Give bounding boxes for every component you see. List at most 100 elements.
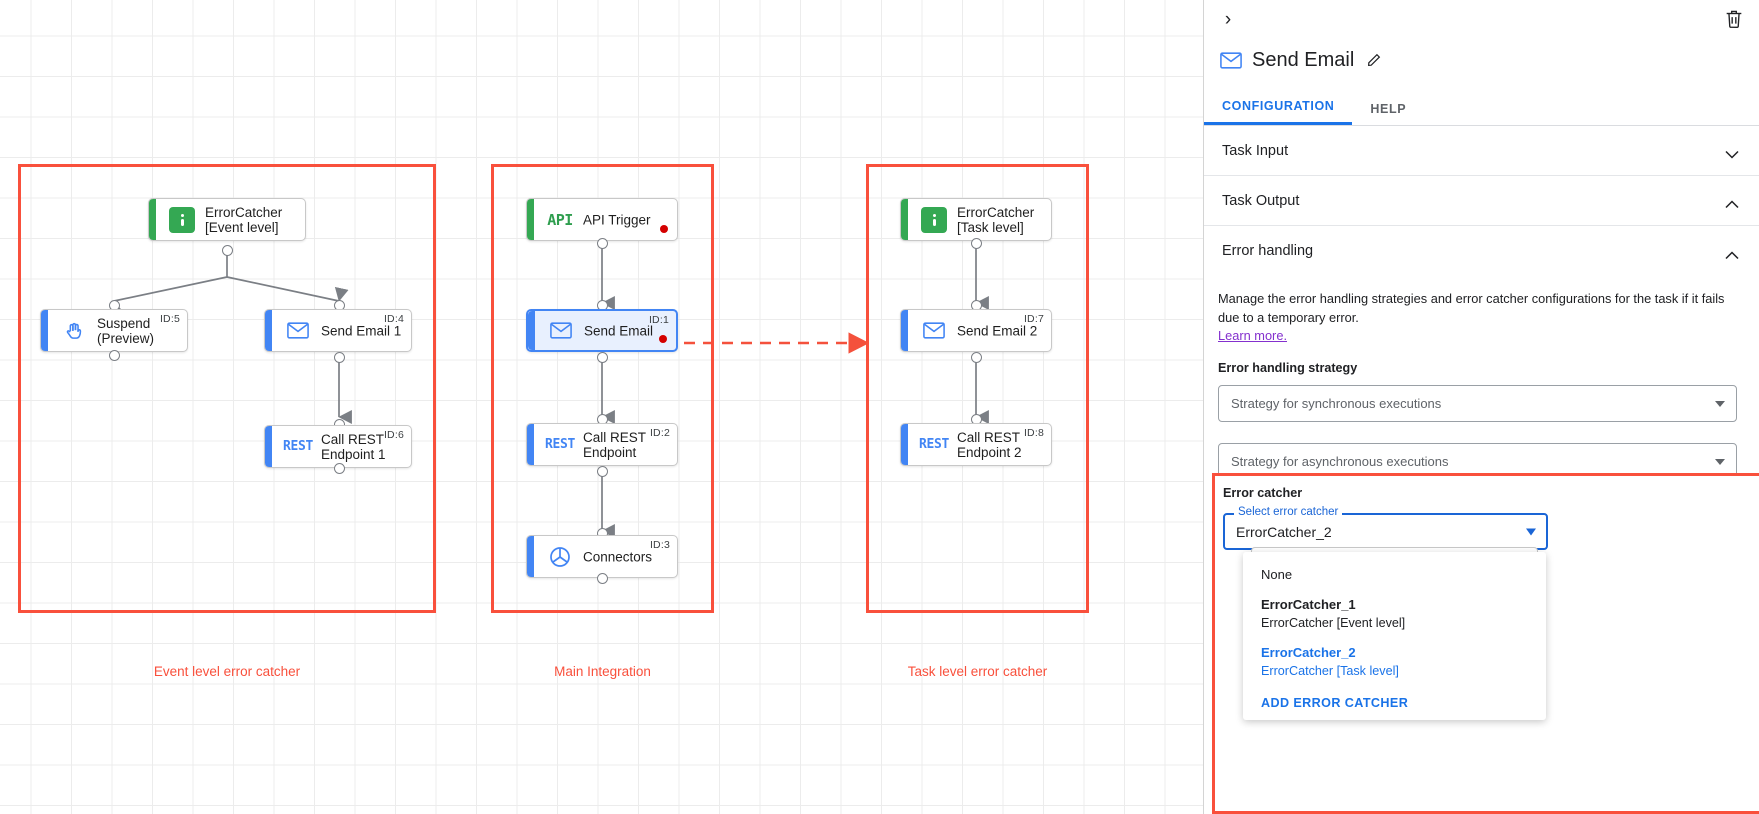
node-accent-bar bbox=[527, 424, 534, 465]
error-catcher-dropdown-menu: None ErrorCatcher_1 ErrorCatcher [Event … bbox=[1243, 552, 1546, 720]
chevron-down-icon bbox=[1725, 146, 1739, 159]
node-accent-bar bbox=[41, 310, 48, 351]
node-id-tag: ID:3 bbox=[649, 539, 670, 551]
chevron-up-icon bbox=[1725, 247, 1739, 259]
rest-icon: REST bbox=[918, 432, 950, 458]
group-label-event-level: Event level error catcher bbox=[153, 664, 301, 679]
node-label: ErrorCatcher [Event level] bbox=[205, 204, 283, 235]
add-error-catcher-button[interactable]: ADD ERROR CATCHER bbox=[1261, 696, 1409, 710]
port-out[interactable] bbox=[222, 245, 233, 256]
mail-icon bbox=[1220, 51, 1242, 69]
node-label: ErrorCatcher [Task level] bbox=[957, 204, 1035, 235]
tab-configuration[interactable]: CONFIGURATION bbox=[1204, 99, 1353, 125]
node-send-email[interactable]: Send Email ID:1 bbox=[526, 309, 678, 352]
chevron-down-icon bbox=[1526, 528, 1536, 535]
node-call-rest-endpoint[interactable]: REST Call REST Endpoint ID:2 bbox=[526, 423, 678, 466]
sync-strategy-placeholder: Strategy for synchronous executions bbox=[1231, 396, 1442, 411]
port-out[interactable] bbox=[334, 463, 345, 474]
node-label: Suspend (Preview) bbox=[97, 315, 155, 346]
node-label: Send Email bbox=[584, 323, 654, 338]
api-icon-text: API bbox=[547, 210, 573, 229]
error-handling-description: Manage the error handling strategies and… bbox=[1218, 291, 1725, 325]
node-label: API Trigger bbox=[583, 212, 651, 227]
port-out[interactable] bbox=[597, 573, 608, 584]
node-send-email-2[interactable]: Send Email 2 ID:7 bbox=[900, 309, 1052, 352]
section-label: Task Output bbox=[1222, 192, 1300, 209]
error-catcher-icon bbox=[921, 206, 947, 233]
node-suspend[interactable]: Suspend (Preview) ID:5 bbox=[40, 309, 188, 352]
mail-icon bbox=[548, 318, 574, 344]
workflow-canvas[interactable]: Event level error catcher Main Integrati… bbox=[0, 0, 1205, 814]
trash-icon[interactable] bbox=[1723, 8, 1745, 30]
menu-item-primary: ErrorCatcher_2 bbox=[1261, 645, 1356, 660]
node-error-catcher-event-level[interactable]: ErrorCatcher [Event level] bbox=[148, 198, 306, 241]
connector-wires bbox=[109, 247, 989, 538]
node-send-email-1[interactable]: Send Email 1 ID:4 bbox=[264, 309, 412, 352]
rest-icon: REST bbox=[545, 432, 575, 458]
port-out[interactable] bbox=[971, 352, 982, 363]
node-id-tag: ID:4 bbox=[383, 313, 404, 325]
menu-item-errorcatcher-1[interactable]: ErrorCatcher_1 ErrorCatcher [Event level… bbox=[1243, 590, 1546, 638]
node-id-tag: ID:2 bbox=[649, 427, 670, 439]
section-task-input[interactable]: Task Input bbox=[1204, 126, 1759, 176]
error-handling-strategy-label: Error handling strategy bbox=[1218, 361, 1358, 375]
node-accent-bar bbox=[527, 199, 534, 240]
node-id-tag: ID:7 bbox=[1023, 313, 1044, 325]
port-out[interactable] bbox=[597, 238, 608, 249]
pencil-icon[interactable] bbox=[1366, 52, 1382, 68]
node-id-tag: ID:1 bbox=[648, 314, 669, 326]
node-label: Send Email 2 bbox=[957, 323, 1038, 338]
mail-icon bbox=[285, 318, 311, 344]
port-out[interactable] bbox=[109, 350, 120, 361]
section-label: Task Input bbox=[1222, 142, 1289, 159]
node-label: Connectors bbox=[583, 549, 653, 564]
node-error-catcher-task-level[interactable]: ErrorCatcher [Task level] bbox=[900, 198, 1052, 241]
section-error-handling[interactable]: Error handling bbox=[1204, 226, 1759, 276]
panel-tabs: CONFIGURATION HELP bbox=[1204, 92, 1759, 126]
rest-icon-text: REST bbox=[282, 439, 314, 454]
menu-item-primary: None bbox=[1261, 567, 1293, 582]
node-label: Send Email 1 bbox=[321, 323, 402, 338]
section-task-output[interactable]: Task Output bbox=[1204, 176, 1759, 226]
chevron-down-icon bbox=[1715, 400, 1725, 407]
error-catcher-heading: Error catcher bbox=[1223, 486, 1303, 500]
node-label: Call REST Endpoint 1 bbox=[321, 431, 386, 462]
node-accent-bar bbox=[901, 310, 908, 351]
chevron-right-icon[interactable]: › bbox=[1224, 9, 1232, 30]
node-accent-bar bbox=[265, 310, 272, 351]
select-error-catcher-label: Select error catcher bbox=[1234, 506, 1343, 518]
learn-more-link[interactable]: Learn more. bbox=[1218, 328, 1287, 343]
connectors-icon bbox=[547, 544, 573, 570]
menu-item-primary: ErrorCatcher_1 bbox=[1261, 597, 1356, 612]
error-handling-body: Manage the error handling strategies and… bbox=[1204, 276, 1759, 480]
sync-strategy-select[interactable]: Strategy for synchronous executions bbox=[1218, 385, 1737, 422]
port-out[interactable] bbox=[971, 238, 982, 249]
rest-icon: REST bbox=[282, 434, 314, 460]
menu-item-secondary: ErrorCatcher [Event level] bbox=[1261, 616, 1406, 630]
port-out[interactable] bbox=[597, 466, 608, 477]
mail-icon bbox=[921, 318, 947, 344]
chevron-down-icon bbox=[1715, 458, 1725, 465]
hand-icon bbox=[61, 318, 87, 344]
node-call-rest-endpoint-1[interactable]: REST Call REST Endpoint 1 ID:6 bbox=[264, 425, 412, 468]
menu-item-errorcatcher-2[interactable]: ErrorCatcher_2 ErrorCatcher [Task level] bbox=[1243, 638, 1546, 686]
node-api-trigger[interactable]: API API Trigger bbox=[526, 198, 678, 241]
rest-icon-text: REST bbox=[918, 437, 950, 452]
status-dot-error bbox=[660, 225, 668, 233]
port-out[interactable] bbox=[334, 352, 345, 363]
api-icon: API bbox=[547, 207, 573, 233]
node-id-tag: ID:6 bbox=[383, 429, 404, 441]
menu-item-none[interactable]: None bbox=[1243, 560, 1546, 590]
tab-help[interactable]: HELP bbox=[1370, 102, 1407, 116]
node-accent-bar bbox=[901, 424, 908, 465]
port-out[interactable] bbox=[597, 352, 608, 363]
group-label-task-level: Task level error catcher bbox=[907, 664, 1048, 679]
node-connectors[interactable]: Connectors ID:3 bbox=[526, 535, 678, 578]
node-call-rest-endpoint-2[interactable]: REST Call REST Endpoint 2 ID:8 bbox=[900, 423, 1052, 466]
node-accent-bar bbox=[265, 426, 272, 467]
error-catcher-highlight-region: Error catcher Select error catcher Error… bbox=[1212, 473, 1759, 814]
task-config-panel: › Send Email bbox=[1204, 0, 1759, 814]
node-accent-bar bbox=[901, 199, 908, 240]
error-catcher-select[interactable]: ErrorCatcher_2 bbox=[1223, 513, 1548, 550]
panel-title-row: Send Email bbox=[1204, 40, 1759, 80]
